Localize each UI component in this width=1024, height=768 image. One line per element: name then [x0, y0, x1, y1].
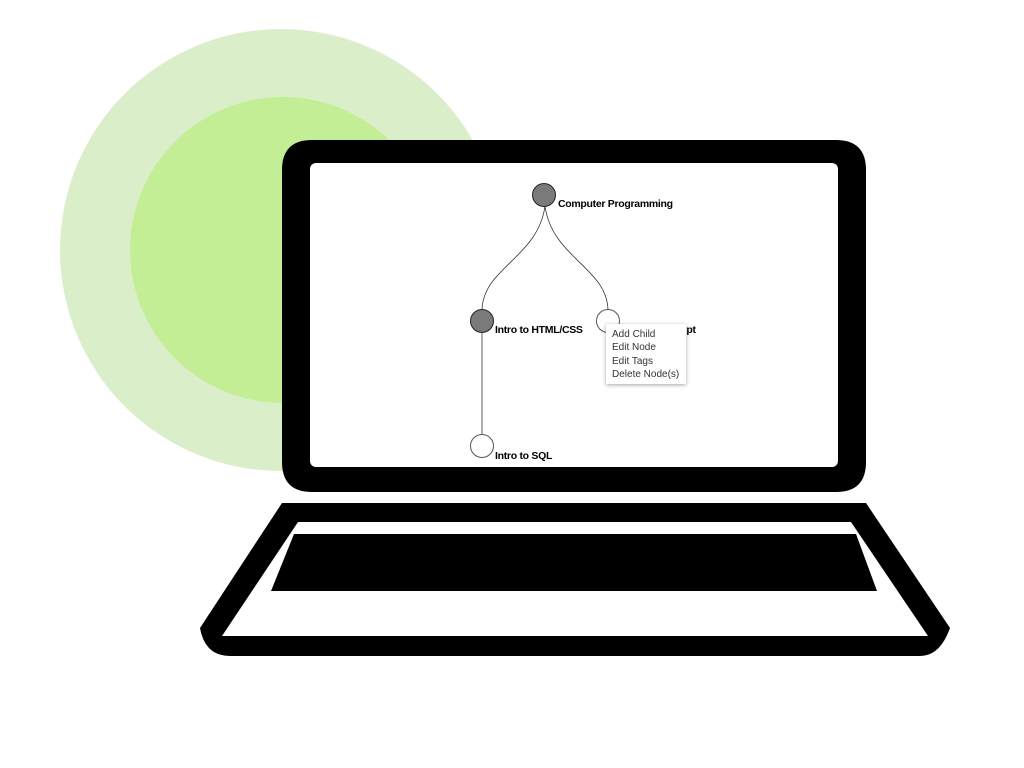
tree-node-label[interactable]: Intro to HTML/CSS: [495, 324, 583, 336]
tree-node-intro-html-css[interactable]: [470, 309, 494, 333]
edge-root-js: [544, 205, 609, 312]
edge-root-html: [481, 205, 546, 312]
menu-item-add-child[interactable]: Add Child: [612, 329, 656, 340]
tree-node-label[interactable]: Computer Programming: [558, 198, 673, 210]
tree-edges: [481, 205, 609, 435]
tree-node-computer-programming[interactable]: [532, 183, 556, 207]
laptop-keyboard: [271, 534, 877, 591]
context-menu: Add Child Edit Node Edit Tags Delete Nod…: [606, 324, 686, 385]
tree-node-label[interactable]: Intro to SQL: [495, 450, 553, 462]
menu-item-edit-tags[interactable]: Edit Tags: [612, 355, 653, 367]
menu-item-edit-node[interactable]: Edit Node: [612, 342, 656, 354]
laptop-screen: Computer Programming Intro to HTML/CSS r…: [310, 163, 838, 467]
menu-item-delete-nodes[interactable]: Delete Node(s): [612, 368, 680, 380]
tree-node-intro-sql[interactable]: [470, 434, 494, 458]
